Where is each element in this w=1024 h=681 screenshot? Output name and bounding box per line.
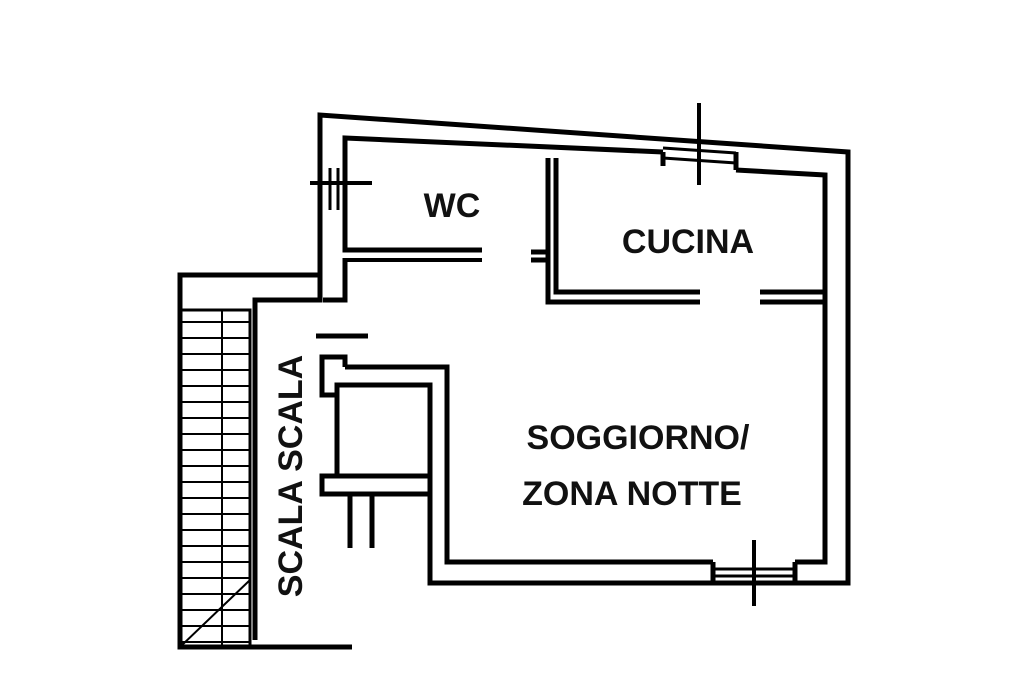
- shaft-block: [319, 354, 433, 548]
- stair-steps: [180, 321, 250, 643]
- stair-outline: [178, 308, 252, 649]
- room-label-living-line1: SOGGIORNO/: [527, 419, 750, 457]
- room-label-stair: SCALA SCALA: [272, 355, 310, 597]
- corridor-wall-inner: [323, 258, 348, 303]
- windows: [310, 103, 795, 606]
- room-label-kitchen: CUCINA: [622, 223, 754, 261]
- left-wc-wall: [342, 168, 482, 253]
- room-label-living-line2: ZONA NOTTE: [522, 475, 742, 513]
- outer-wall-inner-right: [735, 167, 828, 565]
- interior-walls: [177, 158, 825, 650]
- outer-wall-inner-bottom: [345, 364, 713, 565]
- stair-cut-line: [179, 579, 251, 648]
- outer-wall-inner-line: [342, 135, 664, 168]
- shaft-inner: [334, 382, 433, 479]
- staircase: [178, 308, 252, 649]
- kitchen-partition-inner: [553, 158, 700, 295]
- corridor-wall-top: [252, 210, 323, 640]
- room-label-wc: WC: [424, 187, 481, 225]
- wc-kitchen-partition: [545, 158, 700, 305]
